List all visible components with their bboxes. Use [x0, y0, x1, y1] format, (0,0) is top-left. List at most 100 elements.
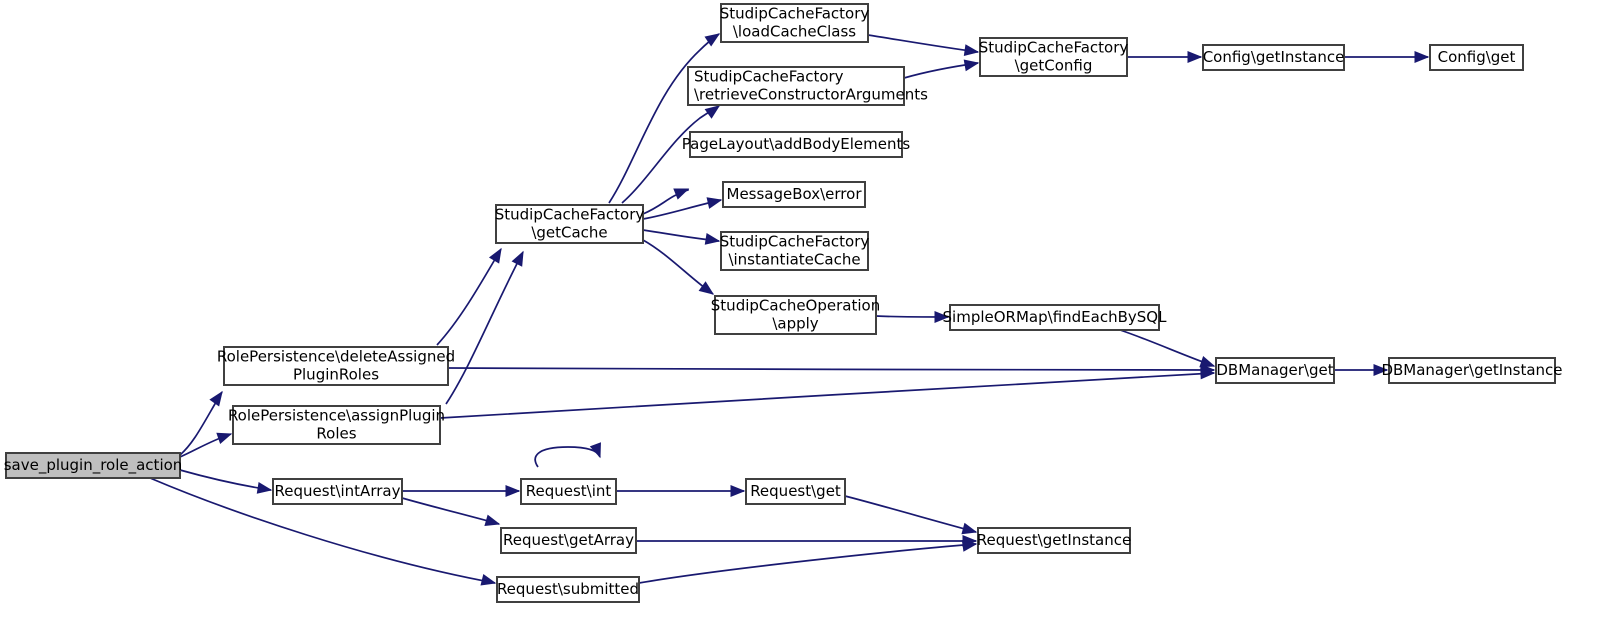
- edge-save_plugin_role_action-to-request_submitted: [149, 477, 496, 584]
- node-deleteAssignedPluginRoles[interactable]: RolePersistence\deleteAssignedPluginRole…: [217, 346, 455, 386]
- edge-getCache-to-loadCacheClass: [608, 33, 720, 204]
- node-getConfig[interactable]: StudipCacheFactory\getConfig: [979, 37, 1129, 77]
- edge-request_submitted-to-request_getInstance: [638, 543, 977, 584]
- node-box-save_plugin_role_action[interactable]: [5, 452, 181, 479]
- node-label-dbmanager_get: DBManager\get: [1216, 361, 1333, 379]
- arrowheads-layer: [209, 33, 1430, 586]
- node-label-deleteAssignedPluginRoles: RolePersistence\deleteAssigned: [217, 348, 455, 366]
- node-box-request_int[interactable]: [520, 478, 617, 505]
- arrowhead-icon: [961, 522, 978, 535]
- nodes-layer: save_plugin_role_action RolePersistence\d…: [4, 3, 1563, 603]
- node-box-request_get[interactable]: [745, 478, 846, 505]
- node-box-dbmanager_get[interactable]: [1215, 357, 1335, 384]
- node-label-cacheOperationApply: \apply: [772, 315, 818, 333]
- node-findEachBySQL[interactable]: SimpleORMap\findEachBySQL: [943, 304, 1168, 331]
- node-request_intArray[interactable]: Request\intArray: [272, 478, 403, 505]
- arrowhead-icon: [963, 44, 980, 57]
- edge-deleteAssignedPluginRoles-to-dbmanager_get: [447, 367, 1215, 371]
- node-request_get[interactable]: Request\get: [745, 478, 846, 505]
- node-retrieveConstructorArguments[interactable]: StudipCacheFactory\retrieveConstructorAr…: [687, 66, 928, 106]
- node-label-addBodyElements: PageLayout\addBodyElements: [682, 135, 911, 153]
- node-config_get[interactable]: Config\get: [1429, 44, 1524, 71]
- arrowhead-icon: [488, 247, 502, 264]
- arrowhead-icon: [704, 33, 721, 47]
- node-label-save_plugin_role_action: save_plugin_role_action: [4, 456, 183, 475]
- node-label-request_getInstance: Request\getInstance: [977, 531, 1131, 549]
- arrowhead-icon: [484, 514, 501, 526]
- node-label-config_get: Config\get: [1438, 48, 1516, 66]
- node-label-instantiateCache: StudipCacheFactory: [720, 233, 870, 251]
- node-messagebox_error[interactable]: MessageBox\error: [722, 181, 866, 208]
- node-box-request_getInstance[interactable]: [977, 527, 1131, 554]
- node-dbmanager_get[interactable]: DBManager\get: [1215, 357, 1335, 384]
- node-save_plugin_role_action[interactable]: save_plugin_role_action: [4, 452, 183, 479]
- edge-request_get-to-request_getInstance: [844, 495, 977, 533]
- edge-loadCacheClass-to-getConfig: [867, 34, 979, 53]
- node-box-request_intArray[interactable]: [272, 478, 403, 505]
- arrowhead-icon: [209, 390, 223, 407]
- node-label-loadCacheClass: \loadCacheClass: [733, 23, 856, 41]
- node-label-config_getInstance: Config\getInstance: [1203, 48, 1345, 66]
- arrowhead-icon: [480, 573, 497, 586]
- node-box-loadCacheClass[interactable]: [720, 3, 869, 43]
- arrowhead-icon: [706, 197, 723, 209]
- node-label-dbmanager_getInstance: DBManager\getInstance: [1381, 361, 1562, 379]
- arrowhead-icon: [256, 482, 273, 494]
- node-box-cacheOperationApply[interactable]: [714, 295, 877, 335]
- node-label-loadCacheClass: StudipCacheFactory: [720, 5, 870, 23]
- node-label-assignPluginRoles: Roles: [316, 425, 356, 443]
- node-label-request_int: Request\int: [526, 482, 612, 500]
- node-box-getCache[interactable]: [495, 204, 644, 244]
- node-box-retrieveConstructorArguments[interactable]: [687, 66, 905, 106]
- node-box-addBodyElements[interactable]: [689, 131, 903, 158]
- node-box-instantiateCache[interactable]: [720, 231, 869, 271]
- node-request_int[interactable]: Request\int: [520, 478, 617, 505]
- node-cacheOperationApply[interactable]: StudipCacheOperation\apply: [711, 295, 880, 335]
- node-box-dbmanager_getInstance[interactable]: [1388, 357, 1556, 384]
- arrowhead-icon: [963, 59, 980, 72]
- node-label-retrieveConstructorArguments: \retrieveConstructorArguments: [694, 86, 928, 104]
- node-box-getConfig[interactable]: [979, 37, 1128, 77]
- arrowhead-icon: [698, 281, 715, 295]
- arrowhead-icon: [961, 539, 978, 552]
- edge-deleteAssignedPluginRoles-to-getCache: [436, 248, 502, 346]
- arrowhead-icon: [673, 188, 690, 200]
- arrowhead-icon: [730, 485, 746, 497]
- node-label-getCache: \getCache: [531, 224, 607, 242]
- node-dbmanager_getInstance[interactable]: DBManager\getInstance: [1381, 357, 1563, 384]
- node-label-request_getArray: Request\getArray: [503, 531, 634, 549]
- node-instantiateCache[interactable]: StudipCacheFactory\instantiateCache: [720, 231, 870, 271]
- node-label-cacheOperationApply: StudipCacheOperation: [711, 297, 880, 315]
- node-box-request_getArray[interactable]: [500, 527, 637, 554]
- arrowhead-icon: [216, 432, 233, 445]
- node-label-request_get: Request\get: [750, 482, 841, 500]
- node-box-messagebox_error[interactable]: [722, 181, 866, 208]
- node-request_getArray[interactable]: Request\getArray: [500, 527, 637, 554]
- node-getCache[interactable]: StudipCacheFactory\getCache: [495, 204, 645, 244]
- node-config_getInstance[interactable]: Config\getInstance: [1202, 44, 1345, 71]
- arrowhead-icon: [704, 105, 721, 119]
- node-label-assignPluginRoles: RolePersistence\assignPlugin: [228, 407, 445, 425]
- node-request_getInstance[interactable]: Request\getInstance: [977, 527, 1131, 554]
- node-box-request_submitted[interactable]: [496, 576, 640, 603]
- node-box-findEachBySQL[interactable]: [949, 304, 1160, 331]
- arrowhead-icon: [511, 250, 524, 267]
- node-box-deleteAssignedPluginRoles[interactable]: [223, 346, 449, 386]
- arrowhead-icon: [1373, 364, 1389, 376]
- node-box-config_get[interactable]: [1429, 44, 1524, 71]
- node-addBodyElements[interactable]: PageLayout\addBodyElements: [682, 131, 911, 158]
- node-label-getConfig: StudipCacheFactory: [979, 39, 1129, 57]
- node-label-request_intArray: Request\intArray: [275, 482, 401, 500]
- node-label-messagebox_error: MessageBox\error: [727, 185, 863, 203]
- node-loadCacheClass[interactable]: StudipCacheFactory\loadCacheClass: [720, 3, 870, 43]
- node-label-findEachBySQL: SimpleORMap\findEachBySQL: [943, 308, 1168, 326]
- edge-assignPluginRoles-to-getCache: [445, 251, 524, 405]
- node-box-config_getInstance[interactable]: [1202, 44, 1345, 71]
- node-box-assignPluginRoles[interactable]: [232, 405, 441, 445]
- arrowhead-icon: [589, 442, 601, 459]
- node-request_submitted[interactable]: Request\submitted: [496, 576, 640, 603]
- arrowhead-icon: [704, 233, 721, 245]
